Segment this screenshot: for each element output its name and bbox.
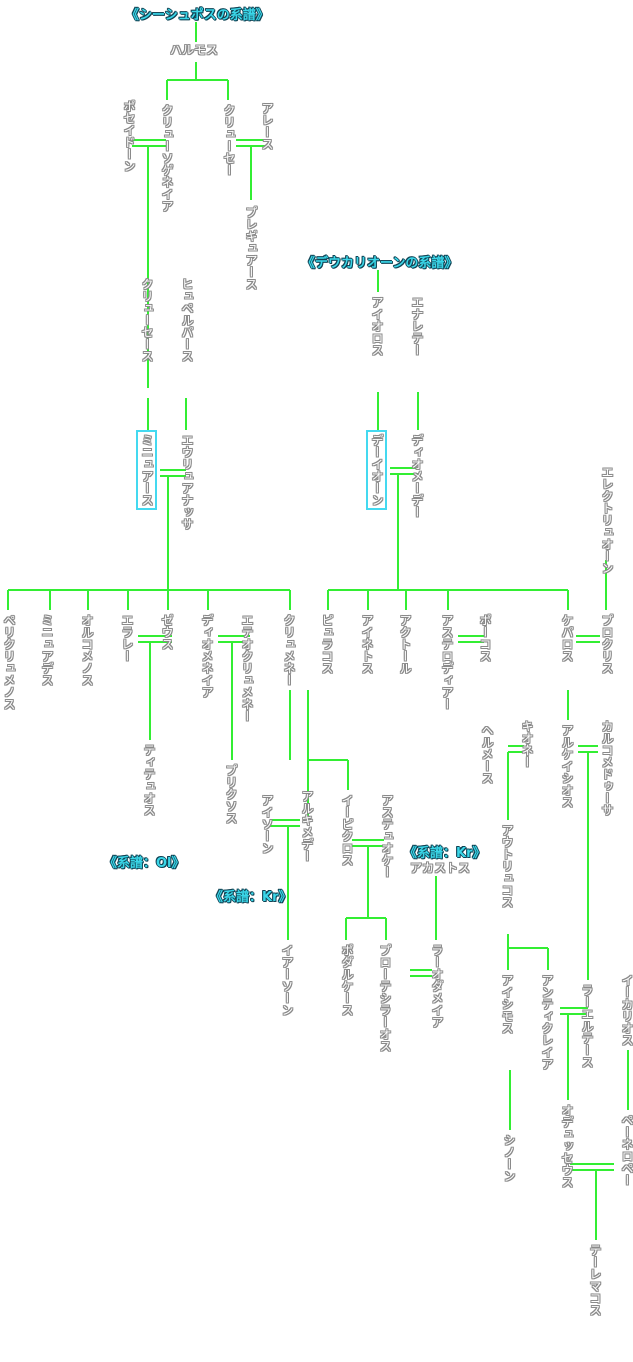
header-lineage-kr-2: 《系譜：Kr》 (404, 846, 486, 861)
person-aiolos: アイオロス (370, 296, 384, 356)
person-hyperphas: ヒュペルパース (180, 278, 194, 362)
person-chione: キオネー (520, 720, 534, 768)
person-antikleia: アンティクレイア (540, 974, 554, 1070)
person-orchomenos: オルコメノス (80, 614, 94, 686)
person-halmos: ハルモス (170, 43, 219, 57)
person-alkeisios: アルケイシオス (560, 724, 574, 808)
person-laodameia: ラーオダメイア (430, 944, 444, 1028)
person-protesilaos: プローテシラーオス (378, 944, 392, 1052)
person-akastos: アカストス (410, 861, 471, 875)
person-periklymenos: ペリクリュメノス (2, 614, 16, 710)
header-sisyphus-lineage: 《シーシュポスの系譜》 (126, 8, 269, 23)
person-iason: イアーソーン (280, 944, 294, 1016)
person-telemachos: テーレマコス (588, 1244, 602, 1316)
person-zeus: ゼウス (160, 614, 174, 650)
person-chalkomedousa: カルコメドゥーサ (600, 720, 614, 816)
person-alkimede: アルキメデー (300, 790, 314, 862)
person-phylakos: ピュラコス (320, 614, 334, 674)
person-phokos: ポーコス (478, 614, 492, 662)
person-ares: アレース (260, 102, 274, 150)
person-elektryon: エレクトリュオーン (600, 466, 614, 574)
person-chryses: クリューセース (140, 278, 154, 362)
person-euryanassa: エウリュアナッサ (180, 434, 194, 530)
person-penelope: ペーネロペー (620, 1114, 633, 1186)
person-elare: エラレー (120, 614, 134, 662)
person-enarete: エナレテー (410, 296, 424, 356)
person-podarkes: ポダルケース (340, 944, 354, 1016)
person-ainetos: アイネトス (360, 614, 374, 674)
person-autolykos: アウトリュコス (500, 824, 514, 908)
person-asterodeia: アステロディアー (440, 614, 454, 710)
person-hermes: ヘルメース (480, 724, 494, 784)
person-aisimos: アイシモス (500, 974, 514, 1034)
person-tityos: ティテュオス (142, 744, 156, 816)
person-diomeneia: ディオメネイア (200, 614, 214, 698)
person-klymene: クリュメネー (282, 614, 296, 686)
person-poseidon: ポセイドーン (122, 100, 136, 172)
person-astyoche: アステュオケー (380, 794, 394, 878)
person-odysseus: オデュッセウス (560, 1104, 574, 1188)
person-minyades: ミニュアデス (40, 614, 54, 686)
person-aktor: アクトール (398, 614, 412, 674)
person-diomede: ディオメーデー (410, 434, 424, 518)
person-ikarios: イーカリオス (620, 974, 633, 1046)
header-lineage-kr-1: 《系譜：Kr》 (210, 890, 292, 905)
person-kephalos: ケパロス (560, 614, 574, 662)
person-sinon: シノーン (502, 1134, 516, 1182)
person-deion: デーイオーン (366, 430, 387, 510)
person-chrysogeneia: クリューソゲネイア (160, 104, 174, 212)
person-iphiklos: イーピクロス (340, 794, 354, 866)
person-chryse: クリューセー (222, 104, 236, 176)
person-minyas: ミニュアース (136, 430, 157, 510)
person-eteoklymene: エテオクリュメネー (240, 614, 254, 722)
header-deucalion-lineage: 《デウカリオーンの系譜》 (302, 256, 458, 271)
person-laertes: ラーエルテース (580, 984, 594, 1068)
person-phrixos: プリクソス (224, 764, 238, 824)
person-prokris: プロクリス (600, 614, 614, 674)
person-phlegyas: プレギュアース (244, 206, 258, 290)
person-aison: アイソーン (260, 794, 274, 854)
header-lineage-ol: 《系譜：Ol》 (104, 856, 185, 871)
